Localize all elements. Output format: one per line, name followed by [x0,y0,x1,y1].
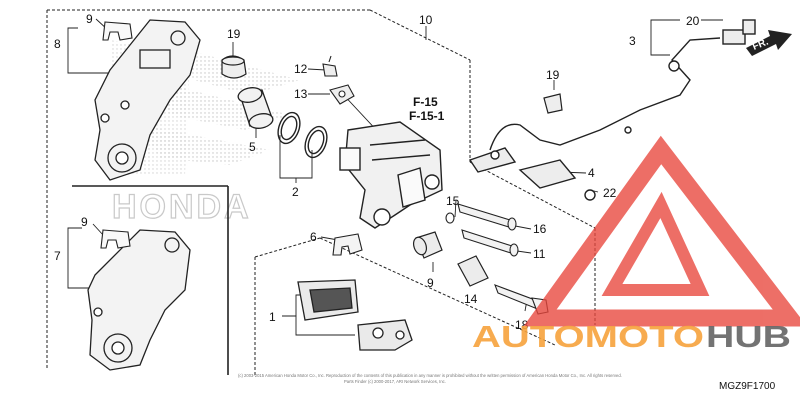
callout-11: 10 [419,13,433,27]
callout-20: 19 [546,68,560,82]
reference-label-f15: F-15 [413,95,438,109]
watermark-text-hub: HUB [706,319,791,354]
sleeve [457,255,489,287]
callout-15: 14 [464,292,478,306]
piston-seal-set [277,111,328,159]
callout-4: 4 [588,166,595,180]
callout-13: 12 [294,62,308,76]
callout-19: 18 [515,318,529,332]
callout-6: 6 [310,230,317,244]
caliper-bracket-upper [94,19,201,181]
pad-spring-upper [102,21,133,41]
callout-22: 22 [603,186,617,200]
callout-12: 11 [533,247,546,261]
group-frame-lines [46,9,596,375]
callout-16: 15 [446,194,460,208]
watermark-text: AUTOMOTO HUB [472,319,791,354]
reference-label-f15-1: F-15-1 [409,109,445,123]
callout-18: 19 [227,27,241,41]
callout-8: 8 [54,37,61,51]
hose-clamp [329,84,355,105]
pad-spring [332,233,363,256]
pin-boot [221,55,247,79]
callout-17: 16 [533,222,547,236]
callout-3: 3 [629,34,636,48]
callout-14: 13 [294,87,308,101]
callout-2: 2 [292,185,299,199]
copyright-line-1: (c) 2003-2015 American Honda Motor Co., … [238,373,622,378]
slide-pin-b [461,229,519,257]
slide-pin-a [457,203,517,231]
abs-sensor-harness [468,19,756,201]
front-direction-arrow: FR. [746,30,792,56]
callout-1: 1 [269,310,276,324]
subframe-lines [72,185,229,375]
copyright-line-2: Parts Finder (c) 2000-2017, ARI Network … [344,379,446,384]
callout-9-upper: 9 [86,12,93,26]
pad-spring-lower [100,229,131,249]
callout-21: 20 [686,14,700,28]
wire-clip [543,93,563,114]
callout-9-lower: 9 [81,215,88,229]
honda-logo-text: HONDA [112,188,252,226]
watermark-logo [523,135,800,327]
callout-numbers: 9 8 19 12 13 5 2 9 7 6 1 10 15 16 11 9 1… [54,12,700,332]
callout-7: 7 [54,249,61,263]
brake-pad-set [297,279,413,351]
caliper-bracket-lower [87,229,191,371]
piston [237,87,274,129]
caliper-body [339,121,443,229]
diagram-code: MGZ9F1700 [719,381,776,392]
callout-5: 5 [249,140,256,154]
bleeder-screw [322,55,338,77]
callout-10: 9 [427,276,434,290]
slide-pin-boot [412,231,443,259]
watermark-text-automoto: AUTOMOTO [472,319,704,354]
washer [445,212,455,224]
